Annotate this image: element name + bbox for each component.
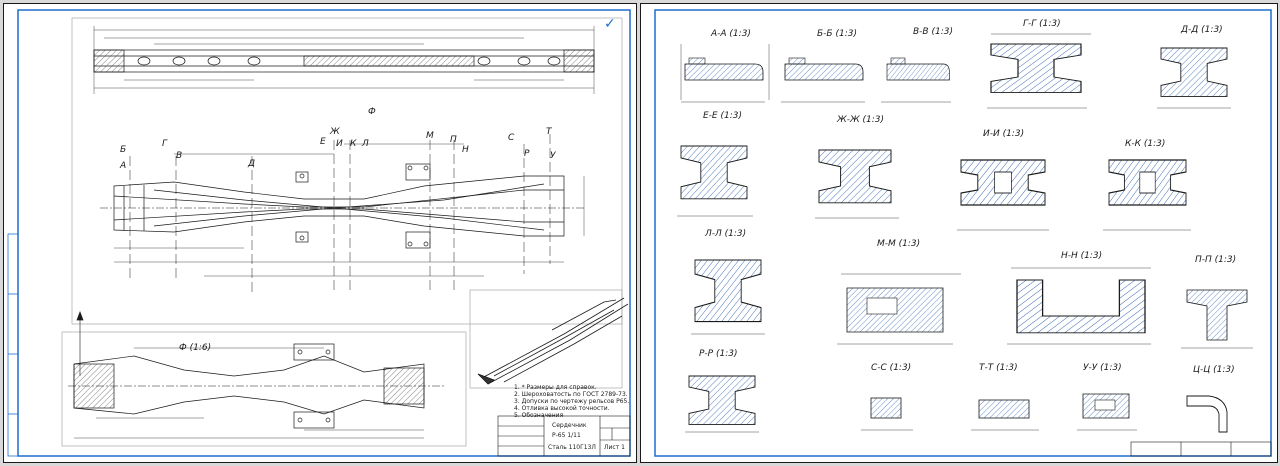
section-l-shape xyxy=(694,259,762,323)
section-label-b: Б-Б (1:3) xyxy=(817,29,857,39)
title-block-material: Сталь 110Г13Л xyxy=(548,444,596,451)
section-label-k: К-К (1:3) xyxy=(1125,139,1166,149)
section-mark-d: Д xyxy=(248,159,256,169)
section-m-shape xyxy=(846,287,944,333)
section-label-t: Т-Т (1:3) xyxy=(979,363,1018,373)
section-t-shape xyxy=(978,399,1030,419)
section-mark-u: У xyxy=(550,151,556,161)
section-label-c: Ц-Ц (1:3) xyxy=(1193,365,1235,375)
section-mark-a: А xyxy=(120,161,127,171)
section-mark-n: Н xyxy=(462,145,469,155)
section-p-shape xyxy=(1186,289,1248,341)
section-s-shape xyxy=(870,397,902,419)
title-block-1 xyxy=(497,415,631,457)
section-a-shape xyxy=(684,57,764,81)
note-1: 1. * Размеры для справок. xyxy=(514,384,597,391)
note-3: 3. Допуски по чертежу рельсов Р65. xyxy=(514,398,630,405)
section-label-zh: Ж-Ж (1:3) xyxy=(837,115,885,125)
section-label-m: М-М (1:3) xyxy=(877,239,921,249)
section-label-e: Е-Е (1:3) xyxy=(703,111,742,121)
section-mark-g: Г xyxy=(162,139,168,149)
section-label-i: И-И (1:3) xyxy=(983,129,1025,139)
title-block-name: Сердечник xyxy=(552,422,587,429)
roughness-check-icon: ✓ xyxy=(604,16,616,32)
section-label-g: Г-Г (1:3) xyxy=(1023,19,1061,29)
detail-view-label: Ф (1:6) xyxy=(179,343,212,353)
drawing-sheet-1: ✓ Ф Ф (1:6) А Б В Г Д Е Ж И К Л М П Н С … xyxy=(3,3,637,463)
section-label-r: Р-Р (1:3) xyxy=(699,349,738,359)
section-b-shape xyxy=(784,57,864,81)
section-mark-r: Р xyxy=(524,149,530,159)
section-label-n: Н-Н (1:3) xyxy=(1061,251,1103,261)
note-2: 2. Шероховатость по ГОСТ 2789-73. xyxy=(514,391,628,398)
section-mark-i: И xyxy=(336,139,343,149)
view-label-f: Ф xyxy=(368,107,376,117)
section-label-v: В-В (1:3) xyxy=(913,27,953,37)
section-label-l: Л-Л (1:3) xyxy=(705,229,747,239)
section-label-u: У-У (1:3) xyxy=(1083,363,1122,373)
section-label-a: А-А (1:3) xyxy=(711,29,751,39)
section-v-shape xyxy=(886,57,950,81)
section-label-d: Д-Д (1:3) xyxy=(1181,25,1223,35)
drawing-sheet-2: А-А (1:3) Б-Б (1:3) В-В (1:3) Г-Г (1:3) … xyxy=(640,3,1278,463)
isometric-sketch xyxy=(469,289,629,389)
section-d-shape xyxy=(1160,47,1228,97)
sheet-2-drawing xyxy=(654,9,1272,457)
top-elevation-view xyxy=(93,26,595,94)
detail-view-f xyxy=(61,311,467,447)
title-block-2 xyxy=(1130,441,1272,457)
section-mark-s: С xyxy=(508,133,515,143)
section-label-p: П-П (1:3) xyxy=(1195,255,1237,265)
title-block-mark: Р-65 1/11 xyxy=(552,432,581,439)
section-mark-m: М xyxy=(426,131,434,141)
section-k-shape xyxy=(1108,159,1187,206)
note-5: 5. Обозначения xyxy=(514,412,564,419)
section-mark-k: К xyxy=(350,139,357,149)
section-r-shape xyxy=(688,375,756,425)
section-e-shape xyxy=(680,145,748,200)
section-c-shape xyxy=(1186,395,1228,433)
section-u-shape xyxy=(1082,393,1130,419)
section-mark-p: П xyxy=(450,135,457,145)
sheet-1-frame xyxy=(17,9,631,457)
section-mark-b: Б xyxy=(120,145,127,155)
section-mark-v: В xyxy=(176,151,183,161)
section-i-shape xyxy=(960,159,1046,206)
note-4: 4. Отливка высокой точности. xyxy=(514,405,610,412)
sheet-1-drawing xyxy=(7,9,631,457)
sheet-2-frame xyxy=(654,9,1272,457)
section-zh-shape xyxy=(818,149,892,204)
section-mark-t: Т xyxy=(546,127,552,137)
section-g-shape xyxy=(990,43,1082,94)
section-label-s: С-С (1:3) xyxy=(871,363,912,373)
plan-view xyxy=(100,134,585,294)
title-block-sheet: Лист 1 xyxy=(604,444,625,451)
section-mark-zh: Ж xyxy=(330,127,340,137)
section-mark-l: Л xyxy=(362,139,369,149)
section-n-shape xyxy=(1016,279,1146,334)
section-mark-e: Е xyxy=(320,137,326,147)
